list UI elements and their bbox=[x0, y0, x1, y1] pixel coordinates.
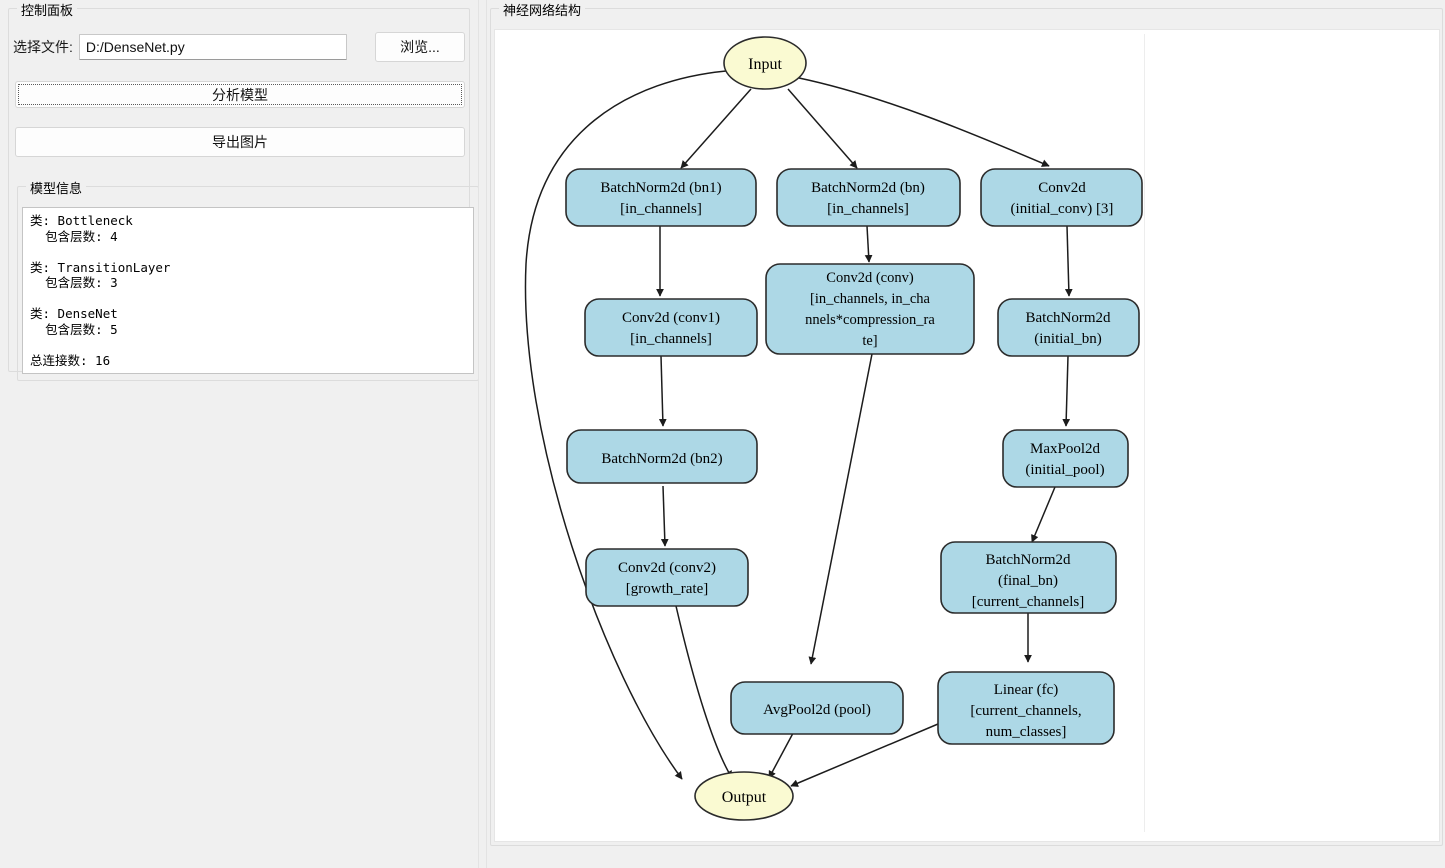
graph-node-conv2-label-0: Conv2d (conv2) bbox=[618, 560, 716, 576]
edge-conv1-bn2 bbox=[658, 355, 667, 427]
graph-groupbox: 神经网络结构 bbox=[490, 0, 1443, 846]
graph-node-conv[interactable]: Conv2d (conv) [in_channels, in_cha nnels… bbox=[765, 263, 975, 355]
graph-node-pool[interactable]: AvgPool2d (pool) bbox=[730, 681, 904, 735]
model-info-text[interactable]: 类: Bottleneck 包含层数: 4 类: TransitionLayer… bbox=[22, 207, 474, 374]
graph-node-final-bn-label-2: [current_channels] bbox=[972, 594, 1084, 610]
graph-node-output-label-0: Output bbox=[722, 789, 767, 806]
analyze-model-button[interactable]: 分析模型 bbox=[15, 81, 465, 108]
edge-initialbn-initialpool bbox=[1062, 355, 1071, 427]
graph-node-initial-bn[interactable]: BatchNorm2d (initial_bn) bbox=[997, 298, 1140, 357]
file-select-row: 选择文件: 浏览... bbox=[13, 32, 465, 62]
edge-conv-pool bbox=[808, 353, 873, 665]
graph-nodes: Input BatchNorm2d (bn1) [in_channels] bbox=[565, 36, 1143, 821]
graph-node-initial-pool-label-0: MaxPool2d bbox=[1030, 441, 1101, 457]
export-image-button[interactable]: 导出图片 bbox=[15, 127, 465, 157]
graph-node-bn1[interactable]: BatchNorm2d (bn1) [in_channels] bbox=[565, 168, 757, 227]
graph-node-conv1[interactable]: Conv2d (conv1) [in_channels] bbox=[584, 298, 758, 357]
graph-node-bn-label-0: BatchNorm2d (bn) bbox=[811, 180, 925, 196]
edge-bn-conv bbox=[864, 225, 873, 263]
model-info-groupbox: 模型信息 类: Bottleneck 包含层数: 4 类: Transition… bbox=[17, 178, 479, 381]
model-info-title: 模型信息 bbox=[26, 178, 87, 197]
control-panel-groupbox: 控制面板 选择文件: 浏览... 分析模型 导出图片 模型信息 类: Bottl… bbox=[8, 0, 479, 381]
graph-node-conv-label-0: Conv2d (conv) bbox=[826, 270, 914, 286]
edge-bn2-conv2 bbox=[660, 485, 669, 547]
graph-node-bn2[interactable]: BatchNorm2d (bn2) bbox=[566, 429, 758, 484]
graph-node-final-bn-label-1: (final_bn) bbox=[998, 573, 1058, 589]
file-label: 选择文件: bbox=[13, 39, 73, 55]
graph-panel: 神经网络结构 bbox=[488, 0, 1445, 868]
graph-node-initial-bn-label-1: (initial_bn) bbox=[1034, 331, 1102, 347]
export-image-button-label: 导出图片 bbox=[212, 134, 268, 150]
edge-initialpool-finalbn bbox=[1031, 486, 1056, 543]
graph-node-fc[interactable]: Linear (fc) [current_channels, num_class… bbox=[937, 671, 1115, 745]
browse-button[interactable]: 浏览... bbox=[375, 32, 465, 62]
graph-node-conv1-label-1: [in_channels] bbox=[630, 331, 712, 347]
graph-node-initial-bn-label-0: BatchNorm2d bbox=[1026, 310, 1111, 326]
graph-node-initial-conv[interactable]: Conv2d (initial_conv) [3] bbox=[980, 168, 1143, 227]
control-panel-title: 控制面板 bbox=[17, 0, 78, 19]
edge-input-initialconv bbox=[798, 77, 1050, 167]
graph-node-initial-pool-label-1: (initial_pool) bbox=[1025, 462, 1104, 478]
graph-node-pool-label-0: AvgPool2d (pool) bbox=[763, 702, 871, 718]
graph-node-final-bn[interactable]: BatchNorm2d (final_bn) [current_channels… bbox=[940, 541, 1117, 614]
edge-input-bn bbox=[787, 88, 858, 169]
graph-node-bn-label-1: [in_channels] bbox=[827, 201, 909, 217]
file-path-input[interactable] bbox=[78, 34, 347, 60]
graph-node-conv2-label-1: [growth_rate] bbox=[626, 581, 708, 597]
graph-node-fc-label-2: num_classes] bbox=[986, 724, 1067, 740]
graph-node-conv2[interactable]: Conv2d (conv2) [growth_rate] bbox=[585, 548, 749, 607]
browse-button-label: 浏览... bbox=[400, 39, 440, 55]
edge-input-output bbox=[524, 70, 727, 780]
edge-fc-output bbox=[790, 723, 939, 787]
graph-node-initial-conv-label-0: Conv2d bbox=[1038, 180, 1086, 196]
edge-initialconv-initialbn bbox=[1064, 225, 1073, 297]
graph-node-conv-label-3: te] bbox=[862, 333, 877, 349]
graph-node-bn[interactable]: BatchNorm2d (bn) [in_channels] bbox=[776, 168, 961, 227]
panel-splitter[interactable] bbox=[478, 0, 487, 868]
graph-panel-title: 神经网络结构 bbox=[499, 0, 586, 19]
graph-node-final-bn-label-0: BatchNorm2d bbox=[986, 552, 1071, 568]
graph-node-initial-pool[interactable]: MaxPool2d (initial_pool) bbox=[1002, 429, 1129, 488]
graph-node-bn1-label-1: [in_channels] bbox=[620, 201, 702, 217]
graph-node-output[interactable]: Output bbox=[694, 771, 794, 821]
graph-node-fc-label-0: Linear (fc) bbox=[994, 682, 1059, 698]
graph-scroll-area[interactable]: Input BatchNorm2d (bn1) [in_channels] bbox=[494, 29, 1440, 842]
edge-input-bn1 bbox=[680, 88, 752, 169]
graph-node-conv1-label-0: Conv2d (conv1) bbox=[622, 310, 720, 326]
graph-node-input[interactable]: Input bbox=[723, 36, 807, 90]
edge-conv2-output bbox=[675, 605, 733, 779]
graph-node-fc-label-1: [current_channels, bbox=[970, 703, 1081, 719]
graph-edges bbox=[524, 70, 1073, 787]
analyze-model-button-label: 分析模型 bbox=[212, 86, 268, 103]
network-graph: Input BatchNorm2d (bn1) [in_channels] bbox=[524, 36, 1143, 821]
graph-node-conv-label-2: nnels*compression_ra bbox=[805, 312, 935, 328]
graph-node-bn1-label-0: BatchNorm2d (bn1) bbox=[600, 180, 721, 196]
graph-node-bn2-label-0: BatchNorm2d (bn2) bbox=[601, 451, 722, 467]
graph-image-canvas[interactable]: Input BatchNorm2d (bn1) [in_channels] bbox=[504, 34, 1145, 832]
graph-node-initial-conv-label-1: (initial_conv) [3] bbox=[1011, 201, 1114, 217]
graph-node-conv-label-1: [in_channels, in_cha bbox=[810, 291, 931, 307]
graph-node-input-label-0: Input bbox=[748, 56, 782, 73]
control-panel: 控制面板 选择文件: 浏览... 分析模型 导出图片 模型信息 类: Bottl… bbox=[0, 0, 479, 868]
